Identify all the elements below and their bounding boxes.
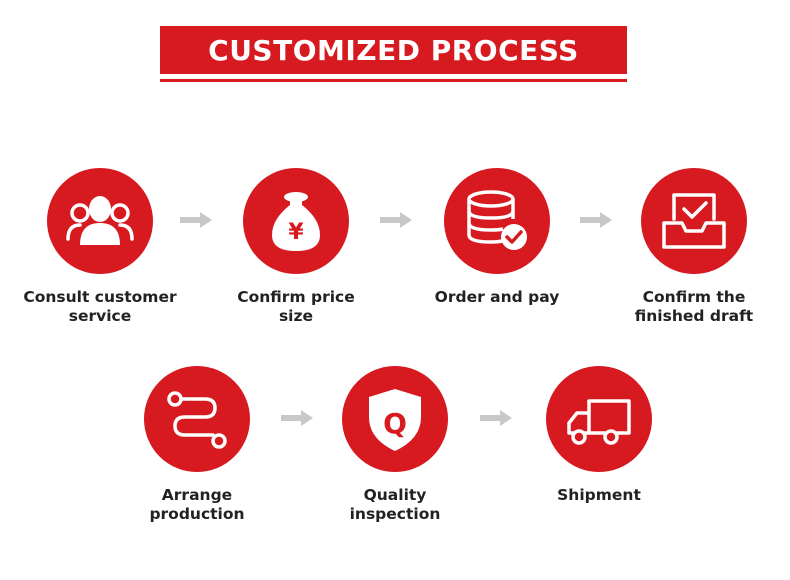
step-confirm-draft: Confirm the finished draft [604, 168, 784, 326]
step-circle: ¥ [243, 168, 349, 274]
step-consult: Consult customer service [10, 168, 190, 326]
money-bag-icon: ¥ [272, 192, 320, 251]
step-circle: Q [342, 366, 448, 472]
arrow-right-icon [180, 212, 212, 228]
step-circle [546, 366, 652, 472]
arrow-right-icon [281, 410, 313, 426]
step-label: Order and pay [434, 288, 560, 306]
page-title: CUSTOMIZED PROCESS [208, 33, 579, 67]
shield-q-icon: Q [369, 389, 421, 451]
arrow-right-icon [580, 212, 612, 228]
q-symbol: Q [383, 407, 407, 440]
truck-icon [567, 399, 631, 445]
step-label: Confirm the finished draft [634, 288, 754, 325]
step-circle [641, 168, 747, 274]
step-quality-inspection: Q Quality inspection [305, 366, 485, 524]
users-icon [66, 196, 134, 245]
database-check-icon [467, 190, 527, 250]
title-underline [160, 79, 627, 82]
step-shipment: Shipment [509, 366, 689, 505]
step-label: Arrange production [149, 486, 245, 523]
step-label: Shipment [557, 486, 641, 504]
yen-symbol: ¥ [288, 220, 304, 245]
step-confirm-price: ¥ Confirm price size [206, 168, 386, 326]
step-circle [144, 366, 250, 472]
step-label: Consult customer service [23, 288, 177, 325]
arrow-right-icon [480, 410, 512, 426]
tray-check-icon [662, 193, 726, 249]
arrow-right-icon [380, 212, 412, 228]
step-circle [444, 168, 550, 274]
step-label: Quality inspection [349, 486, 441, 523]
step-circle [47, 168, 153, 274]
title-banner: CUSTOMIZED PROCESS [160, 26, 627, 74]
step-order-pay: Order and pay [407, 168, 587, 307]
route-icon [167, 391, 227, 449]
step-label: Confirm price size [237, 288, 355, 325]
step-arrange-production: Arrange production [107, 366, 287, 524]
